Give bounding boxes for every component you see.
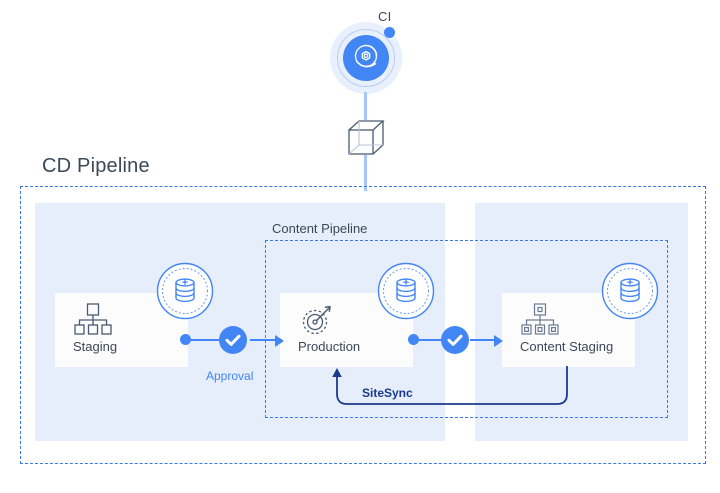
database-badge-content-staging[interactable]	[601, 262, 659, 320]
wireframe-cube-icon	[343, 116, 387, 160]
flow-arrow-into-production	[275, 334, 285, 347]
stage-label-staging: Staging	[73, 339, 118, 354]
sitesync-connector	[325, 360, 575, 412]
flow-line-approval-to-production	[250, 339, 282, 341]
stage-card-staging[interactable]: Staging	[55, 293, 188, 367]
approval-gate[interactable]	[219, 326, 247, 354]
database-badge-production[interactable]	[377, 262, 435, 320]
stage-label-production: Production	[298, 339, 361, 354]
flow-line-gate-to-content-staging	[470, 339, 500, 341]
speedometer-icon	[298, 303, 340, 342]
database-badge-staging[interactable]	[156, 262, 214, 320]
ci-to-cube-connector	[364, 92, 367, 120]
content-pipeline-title: Content Pipeline	[272, 221, 368, 236]
ci-orbit-dot	[384, 27, 395, 38]
ci-node[interactable]	[343, 35, 389, 81]
check-circle-icon	[447, 334, 463, 346]
flow-line-staging-to-approval	[188, 339, 226, 341]
cd-pipeline-boundary	[20, 186, 706, 464]
sitemap-icon	[73, 303, 115, 342]
sitesync-label: SiteSync	[362, 386, 413, 400]
flow-origin-dot-staging	[180, 334, 191, 345]
ci-node-ring	[337, 29, 395, 87]
check-circle-icon	[225, 334, 241, 346]
stage-label-content-staging: Content Staging	[520, 339, 614, 354]
content-pipeline-boundary	[265, 240, 668, 418]
cd-pipeline-title: CD Pipeline	[42, 155, 150, 177]
content-sitemap-icon	[520, 303, 562, 342]
approval-label: Approval	[206, 369, 254, 383]
publish-gate[interactable]	[441, 326, 469, 354]
flow-line-production-to-gate	[413, 339, 446, 341]
cube-to-cd-connector	[364, 155, 367, 191]
flow-arrow-into-content-staging	[494, 334, 504, 347]
ci-gear-orbit-icon	[354, 44, 378, 68]
ci-label: CI	[378, 9, 392, 24]
